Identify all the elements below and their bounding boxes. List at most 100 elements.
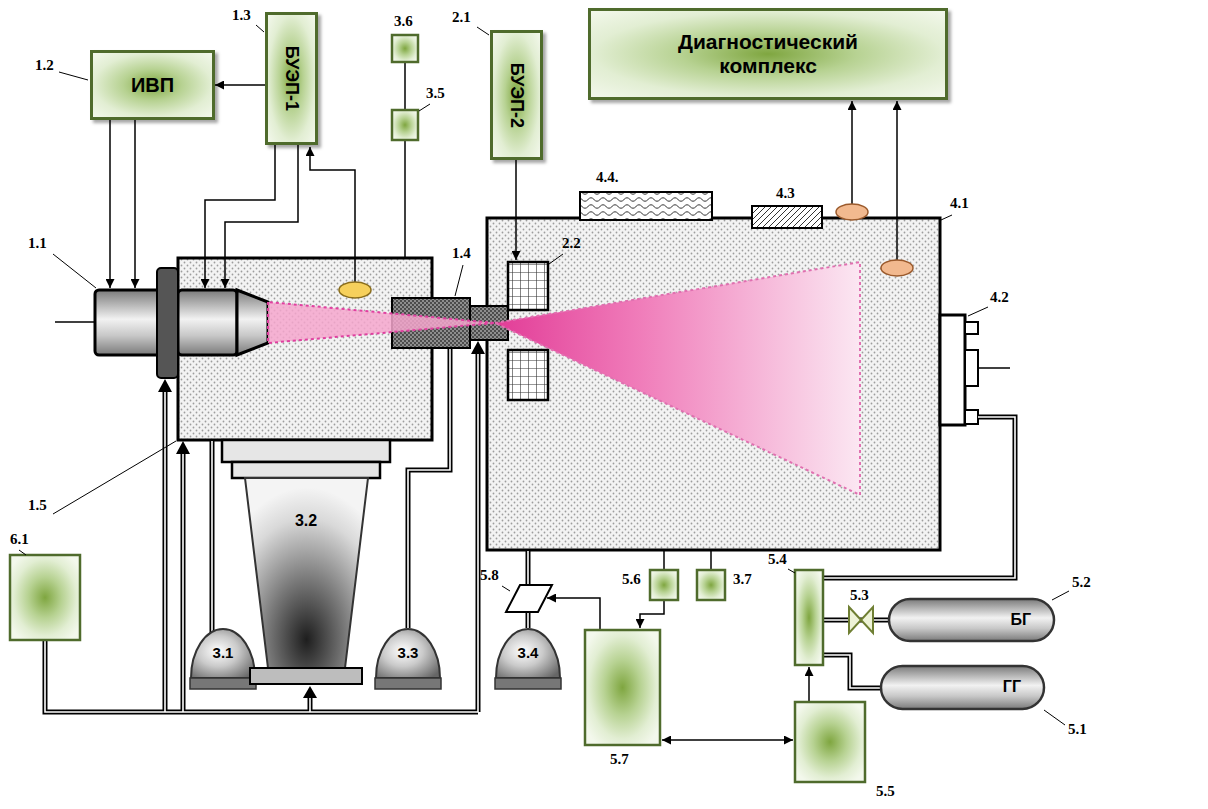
double-pipe [823, 655, 880, 688]
axis-line [55, 321, 95, 323]
source-nozzle [237, 290, 268, 355]
leader-line [788, 569, 795, 573]
callout-number: 4.3 [776, 186, 795, 201]
double-pipe-core [823, 417, 1015, 578]
flange-port [965, 410, 978, 424]
callout-number: 6.1 [10, 532, 29, 547]
chamber-4-1 [487, 218, 940, 550]
callout-number: 5.6 [622, 572, 641, 587]
pump-base [495, 678, 561, 689]
wire [404, 140, 406, 258]
double-pipe [210, 441, 215, 633]
double-pipe-core [408, 349, 450, 628]
flange-port [965, 350, 978, 386]
control-box [795, 702, 865, 782]
pump-dome [191, 629, 255, 678]
double-pipe [476, 354, 481, 712]
diffusion-pump-outline [222, 440, 390, 685]
probe-sensor [836, 204, 868, 220]
control-arrow [547, 598, 600, 630]
supply-arrow [134, 120, 136, 288]
diffusion-pump: 3.2 [222, 440, 390, 685]
node-text: БУЭП-1 [281, 46, 302, 111]
control-unit-box: БУЭП-2 [490, 30, 543, 160]
callout-number: 3.5 [426, 86, 445, 101]
wavy-window [580, 192, 712, 220]
node-text: 3.4 [518, 644, 539, 661]
wire [710, 551, 712, 570]
node-text: ИВП [131, 74, 174, 97]
pump-body [245, 478, 368, 668]
node-text: 3.2 [295, 512, 317, 530]
vacuum-pump: 3.3 [375, 628, 441, 690]
callout-number: 1.5 [28, 498, 47, 513]
leader-line [53, 441, 176, 514]
node-text: БУЭП-2 [506, 62, 527, 127]
leader-line [477, 27, 489, 35]
double-pipe-core [182, 454, 184, 712]
signal-arrow [310, 147, 355, 282]
callout-number: 4.2 [990, 290, 1009, 305]
double-pipe-core [309, 698, 311, 712]
plasma-beam-edge [495, 262, 860, 495]
control-arrow [205, 145, 275, 288]
source-cylinder [178, 290, 237, 355]
callout-number: 3.7 [733, 572, 752, 587]
leader-line [19, 25, 1069, 725]
connector-arrow [215, 84, 265, 86]
control-arrow [515, 160, 517, 260]
control-box [795, 570, 823, 665]
double-pipe-core [823, 655, 880, 688]
pump-base [375, 678, 441, 689]
leader-line [549, 254, 563, 264]
double-pipe [823, 417, 1015, 578]
pipe-arrowhead [158, 341, 485, 698]
double-pipe [45, 349, 1015, 712]
control-box [10, 555, 80, 640]
pipe-arrowhead [471, 341, 485, 354]
power-supply-box: ИВП [90, 50, 215, 120]
node-text: 3.3 [398, 644, 419, 661]
leader-line [1052, 591, 1069, 600]
callout-number: 4.4. [596, 170, 619, 185]
node-text: Диагностический комплекс [658, 30, 878, 78]
pipe-arrowhead [303, 686, 317, 698]
plasma-beam [495, 262, 860, 495]
callout-number: 5.7 [610, 752, 629, 767]
signal-arrow [851, 101, 853, 204]
source-flange [157, 268, 178, 378]
signal-arrow [896, 101, 898, 260]
pipe-arrowhead [176, 441, 190, 454]
callout-number: 5.5 [876, 784, 895, 799]
double-pipe-core [477, 354, 479, 712]
gas-cylinder: БГ [888, 598, 1055, 642]
callout-number: 3.6 [394, 14, 413, 29]
callout-number: 5.3 [850, 588, 869, 603]
magnetic-coil [508, 350, 548, 400]
callout-number: 1.3 [232, 8, 251, 23]
leader-line [1044, 710, 1065, 725]
leader-line [19, 550, 26, 555]
pump-dome [496, 629, 560, 678]
gas-cylinder: ГГ [880, 665, 1045, 710]
callout-number: 5.1 [1068, 722, 1087, 737]
plasma-beam [268, 302, 495, 343]
leader-line [941, 215, 952, 220]
control-arrow [662, 739, 793, 741]
cylinder-body [881, 666, 1044, 709]
diagnostic-box: Диагностический комплекс [588, 8, 948, 100]
leader-line [256, 25, 264, 32]
control-box [697, 570, 725, 600]
source-cylinder [95, 290, 160, 355]
pump-flange [232, 462, 380, 478]
gauge-box [392, 110, 418, 140]
flange-port [965, 322, 978, 334]
probe-sensor [339, 282, 371, 298]
hatched-window [752, 206, 822, 228]
leader-line [53, 254, 96, 288]
pump-base [250, 668, 362, 684]
leader-line [419, 104, 430, 111]
